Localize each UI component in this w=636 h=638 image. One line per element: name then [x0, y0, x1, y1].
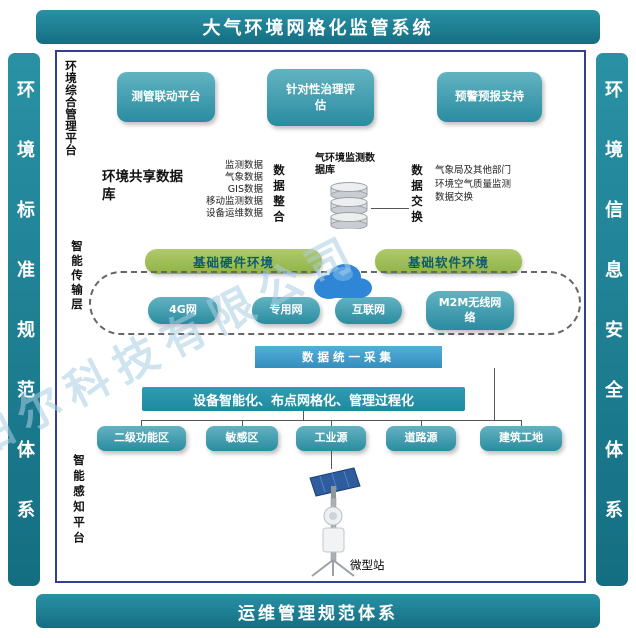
transport-layer-side-label: 智能传输层 — [70, 240, 84, 313]
software-environment-label: 基础软件环境 — [407, 255, 489, 270]
network-label: 互联网 — [352, 303, 385, 317]
cloud-icon — [314, 264, 372, 299]
source-box-industrial-source: 工业源 — [296, 426, 366, 451]
platform-box-monitoring-linkage: 测管联动平台 — [117, 72, 215, 122]
data-item: 监测数据 — [224, 160, 263, 171]
source-label: 二级功能区 — [114, 431, 169, 445]
source-box-sensitive-area: 敏感区 — [206, 426, 278, 451]
monitor-database-group: 气环境监测数据库 — [315, 153, 401, 233]
shared-database-item-list: 监测数据 气象数据 GIS数据 移动监测数据 设备运维数据 — [193, 160, 263, 220]
connector-line — [303, 411, 304, 420]
source-label: 建筑工地 — [499, 431, 543, 445]
network-label: 4G网 — [169, 303, 197, 317]
exchange-note-text: 气象局及其他部门环境空气质量监测数据交换 — [435, 165, 512, 203]
database-icon — [330, 182, 368, 230]
connector-line — [141, 420, 142, 426]
perception-layer-side-label: 智能感知平台 — [72, 454, 86, 547]
connector-line — [242, 420, 243, 426]
diagram-panel: 环境综合管理平台 测管联动平台 针对性治理评估 预警预报支持 环境共享数据库 监… — [55, 50, 586, 583]
frame-right-bar: 环境信息安全体系 — [596, 53, 628, 586]
frame-top-bar: 大气环境网格化监管系统 — [36, 10, 600, 44]
data-item: 移动监测数据 — [205, 196, 263, 207]
bottom-frame-title: 运维管理规范体系 — [238, 603, 398, 624]
frame-left-bar: 环境标准规范体系 — [8, 53, 40, 586]
platform-box-targeted-evaluation: 针对性治理评估 — [267, 69, 374, 126]
connector-line — [494, 368, 495, 420]
network-box-internet: 互联网 — [335, 297, 402, 324]
data-exchange-label: 数据交换 — [410, 164, 424, 226]
hardware-environment-label: 基础硬件环境 — [192, 255, 274, 270]
connector-line — [521, 420, 522, 426]
network-label: M2M无线网络 — [438, 295, 502, 324]
left-frame-title: 环境标准规范体系 — [14, 79, 35, 560]
source-box-secondary-function-zone: 二级功能区 — [97, 426, 186, 451]
network-label: 专用网 — [269, 303, 303, 317]
strategy-bar: 设备智能化、布点网格化、管理过程化 — [142, 387, 465, 411]
management-layer-side-label: 环境综合管理平台 — [64, 60, 78, 156]
source-box-construction-site: 建筑工地 — [480, 426, 562, 451]
hardware-environment-box: 基础硬件环境 — [145, 249, 322, 274]
data-item: 气象数据 — [224, 172, 263, 183]
network-box-m2m: M2M无线网络 — [426, 291, 514, 330]
right-frame-title: 环境信息安全体系 — [602, 79, 623, 560]
connector-line — [421, 420, 422, 426]
data-integration-label: 数据整合 — [272, 164, 286, 226]
connector-line — [331, 451, 332, 469]
software-environment-box: 基础软件环境 — [375, 249, 522, 274]
system-title: 大气环境网格化监管系统 — [202, 18, 434, 39]
network-box-private: 专用网 — [252, 297, 320, 324]
source-label: 工业源 — [314, 431, 348, 445]
shared-database-title: 环境共享数据库 — [102, 169, 183, 203]
source-label: 道路源 — [404, 431, 438, 445]
frame-bottom-bar: 运维管理规范体系 — [36, 594, 600, 628]
data-item: 设备运维数据 — [205, 208, 263, 219]
source-box-road-source: 道路源 — [386, 426, 456, 451]
micro-station-image — [309, 467, 361, 577]
unified-collection-bar: 数据统一采集 — [255, 346, 442, 368]
data-item: GIS数据 — [227, 184, 263, 195]
platform-box-early-warning: 预警预报支持 — [437, 72, 542, 122]
connector-line — [371, 208, 409, 209]
connector-line — [331, 420, 332, 426]
platform-label: 预警预报支持 — [455, 89, 524, 104]
network-box-4g: 4G网 — [148, 297, 218, 324]
source-label: 敏感区 — [225, 431, 259, 445]
platform-label: 针对性治理评估 — [286, 81, 355, 112]
monitor-database-label: 气环境监测数据库 — [315, 153, 375, 176]
platform-label: 测管联动平台 — [131, 89, 201, 104]
micro-station-label: 微型站 — [350, 558, 385, 572]
